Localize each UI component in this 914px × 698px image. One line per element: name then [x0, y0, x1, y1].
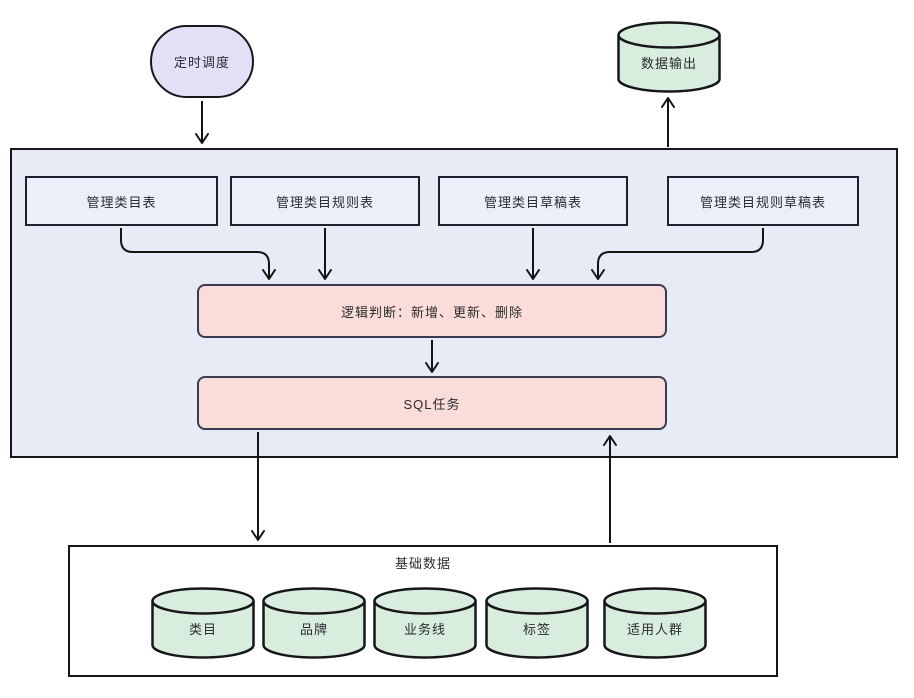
datastore-label: 业务线 — [403, 622, 446, 637]
table-label: 管理类目草稿表 — [483, 194, 582, 210]
datastore-category: 类目 — [150, 586, 256, 660]
cylinder-shape — [151, 587, 255, 659]
datastore-label: 标签 — [522, 622, 551, 637]
cylinder-shape — [617, 21, 721, 93]
datastore-brand: 品牌 — [261, 586, 367, 660]
node-manage-category-draft-table: 管理类目草稿表 — [438, 176, 628, 226]
datastore-tag: 标签 — [484, 586, 590, 660]
cylinder-shape — [373, 587, 477, 659]
cylinder-shape — [603, 587, 707, 659]
table-label: 管理类目表 — [86, 194, 157, 210]
node-scheduler-label: 定时调度 — [173, 55, 230, 70]
datastore-output: 数据输出 — [616, 20, 722, 94]
node-sql-task: SQL任务 — [197, 376, 667, 430]
datastore-label: 品牌 — [299, 622, 328, 637]
cylinder-shape — [485, 587, 589, 659]
table-label: 管理类目规则草稿表 — [699, 194, 826, 210]
node-manage-category-rule-draft-table: 管理类目规则草稿表 — [667, 176, 859, 226]
table-label: 管理类目规则表 — [275, 194, 374, 210]
node-manage-category-rule-table: 管理类目规则表 — [230, 176, 420, 226]
node-manage-category-table: 管理类目表 — [25, 176, 218, 226]
datastore-audience: 适用人群 — [602, 586, 708, 660]
logic-label: 逻辑判断：新增、更新、删除 — [340, 304, 523, 320]
node-scheduler: 定时调度 — [150, 25, 254, 98]
node-logic-judgement: 逻辑判断：新增、更新、删除 — [197, 284, 667, 338]
base-data-title: 基础数据 — [394, 556, 451, 571]
datastore-label: 类目 — [188, 622, 217, 637]
datastore-business-line: 业务线 — [372, 586, 478, 660]
sql-task-label: SQL任务 — [403, 396, 461, 412]
datastore-label: 适用人群 — [626, 622, 683, 637]
datastore-output-label: 数据输出 — [640, 56, 697, 71]
cylinder-shape — [262, 587, 366, 659]
